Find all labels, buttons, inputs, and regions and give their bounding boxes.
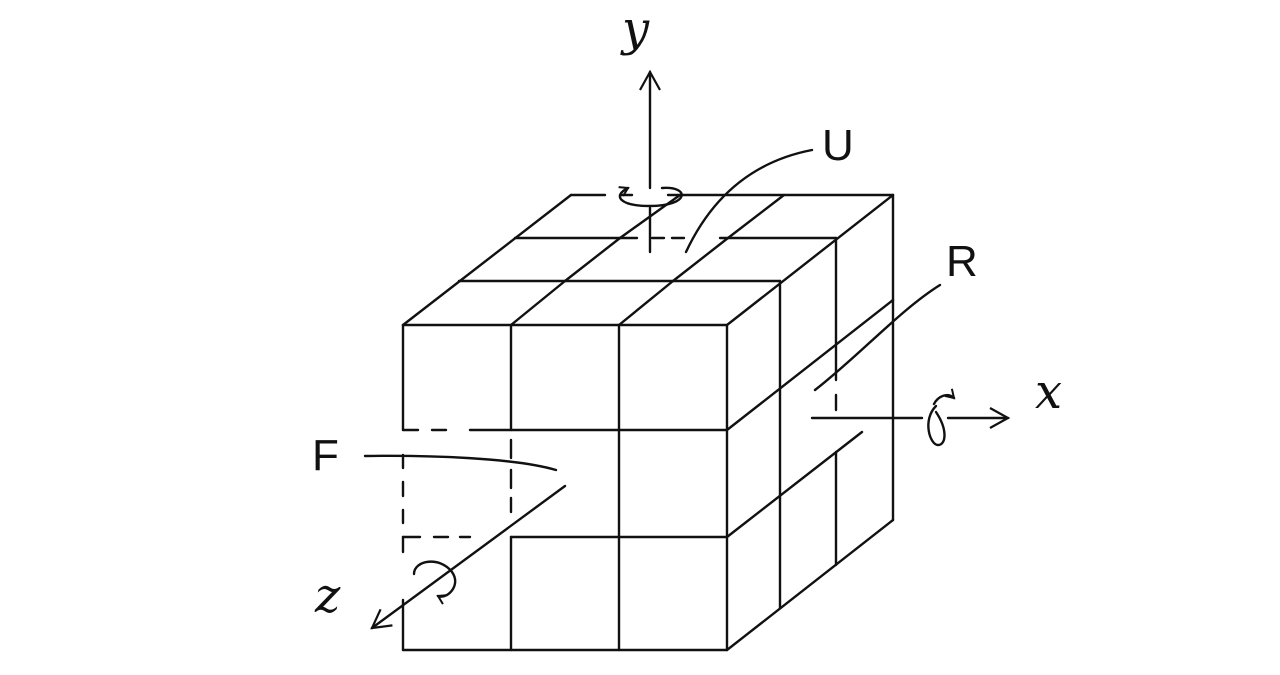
z-axis-label: z xyxy=(314,568,341,624)
top-face-grid xyxy=(401,193,895,327)
face-label-f: F xyxy=(312,431,339,480)
face-label-u: U xyxy=(822,121,854,170)
right-face-grid xyxy=(725,193,895,652)
x-axis-label: x xyxy=(1035,364,1062,420)
front-face-grid xyxy=(401,323,729,652)
face-label-r: R xyxy=(946,237,978,286)
y-axis-label: y xyxy=(620,1,650,57)
rotation-arrow-icon xyxy=(412,186,956,605)
leader-lines xyxy=(363,148,942,472)
z-axis xyxy=(370,484,567,630)
